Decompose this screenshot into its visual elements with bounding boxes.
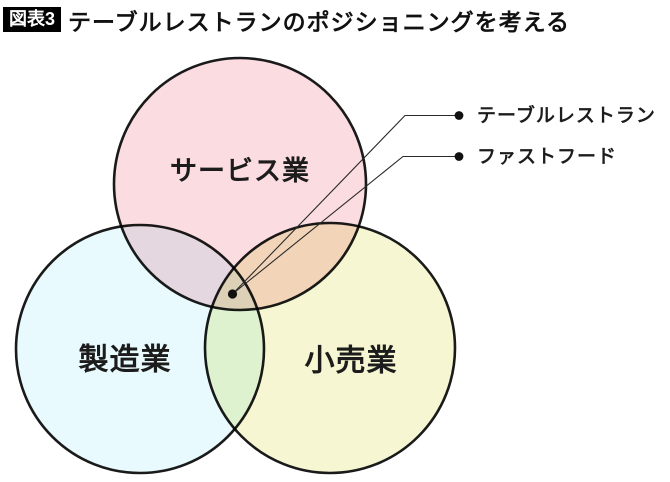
venn-circles bbox=[14, 56, 457, 475]
table-restaurant-label: テーブルレストラン bbox=[477, 104, 656, 127]
table-restaurant-leader-line bbox=[232, 114, 459, 295]
fast-food-label: ファストフード bbox=[477, 147, 617, 168]
figure-header: 図表3 テーブルレストランのポジショニングを考える bbox=[3, 6, 570, 35]
manufacturing-circle-label: 製造業 bbox=[79, 344, 172, 377]
fast-food-leader-line bbox=[232, 155, 459, 295]
figure-title: テーブルレストランのポジショニングを考える bbox=[68, 8, 570, 35]
figure-number-badge: 図表3 bbox=[3, 7, 62, 32]
service-circle-label: サービス業 bbox=[170, 156, 310, 186]
retail-circle bbox=[203, 221, 457, 475]
fast-food-bullet-icon bbox=[454, 152, 464, 161]
table-restaurant-bullet-icon bbox=[454, 111, 464, 120]
retail-circle-label: 小売業 bbox=[305, 345, 398, 378]
position-dot bbox=[227, 289, 238, 299]
